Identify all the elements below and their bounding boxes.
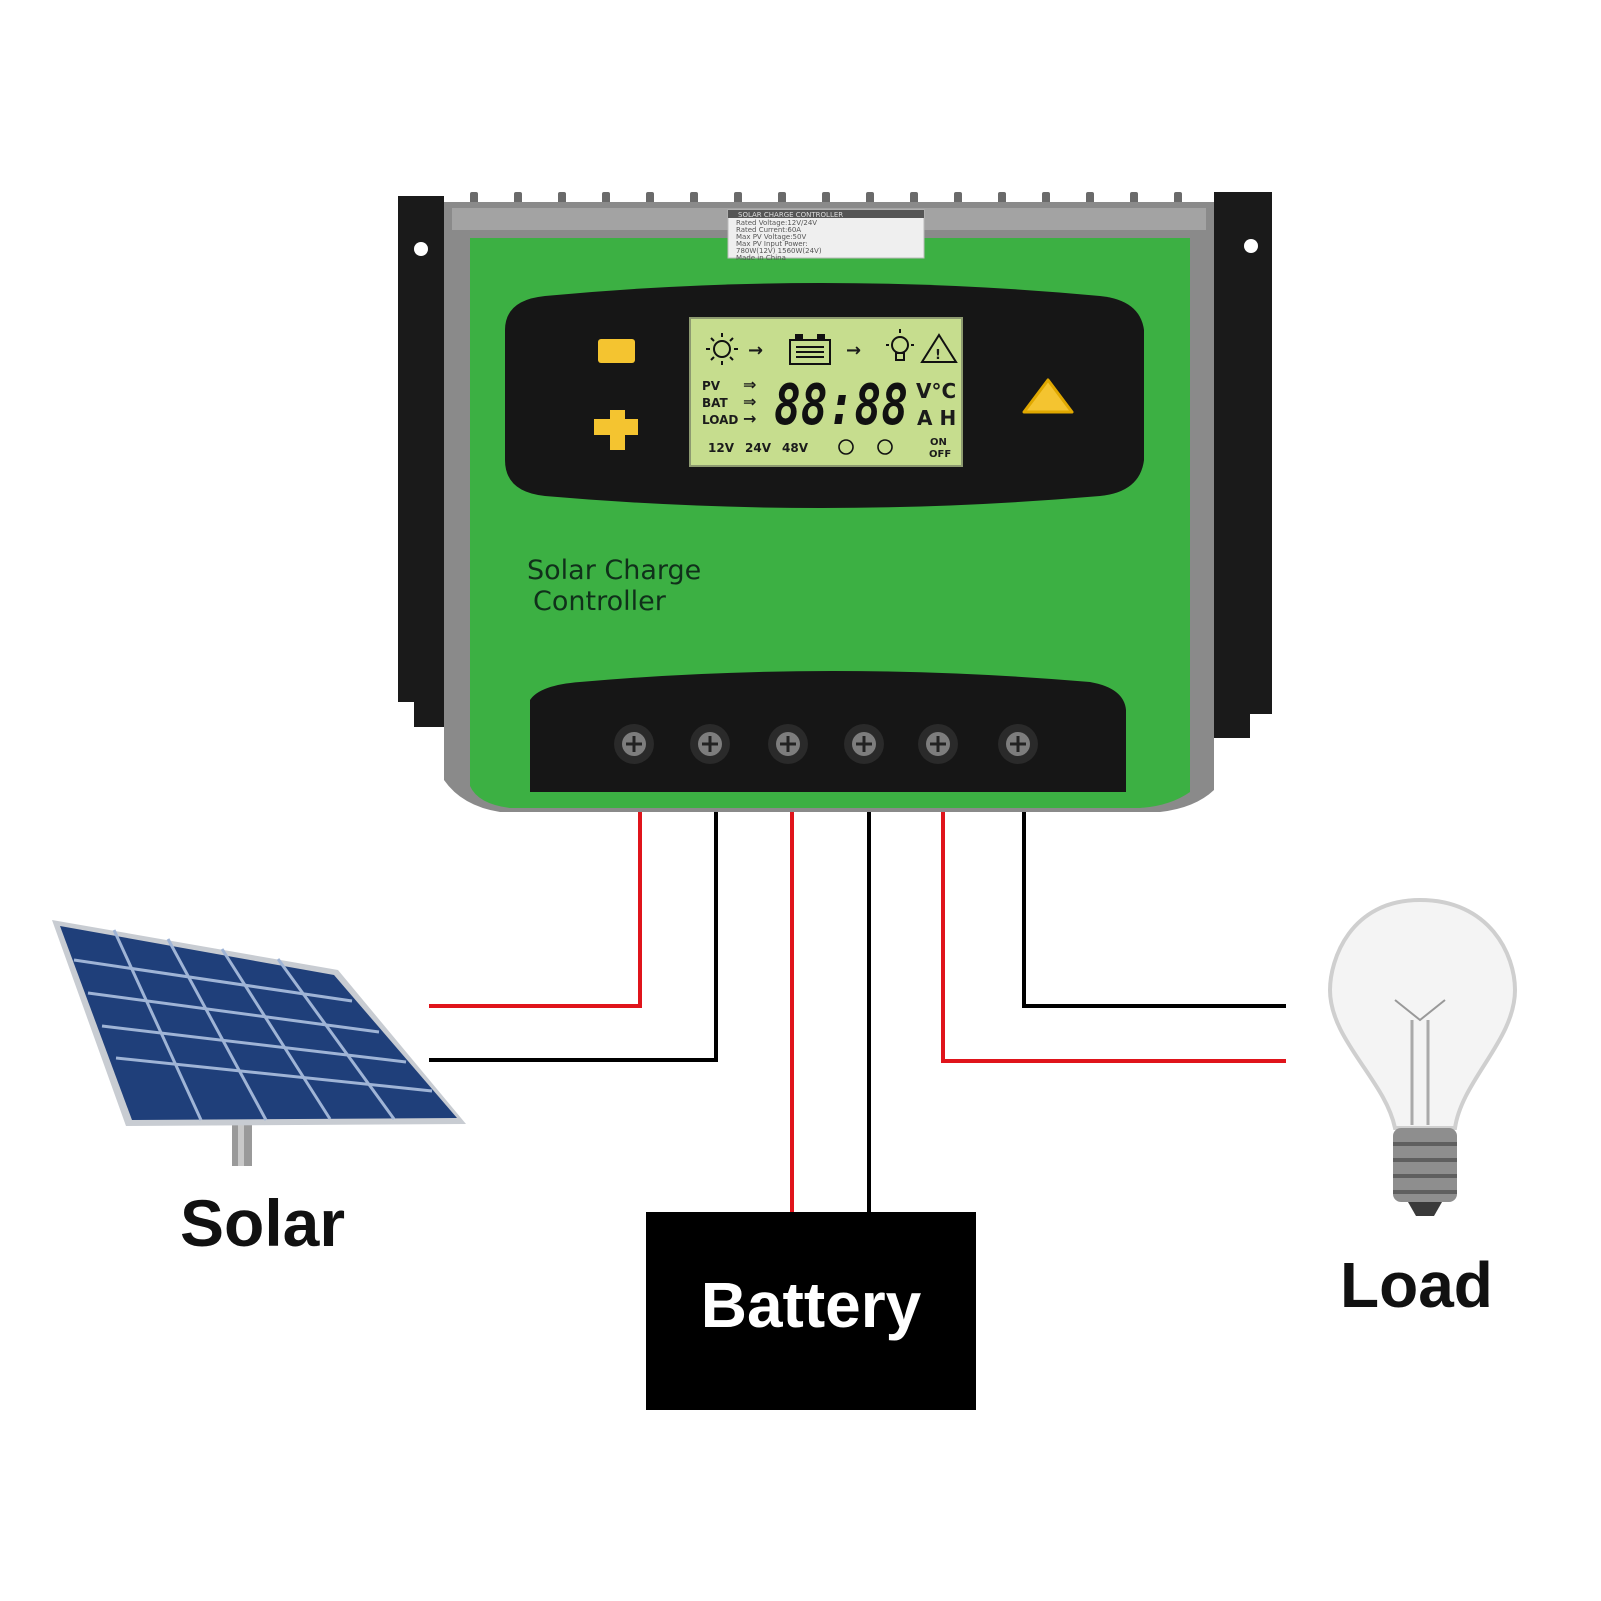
alarm-clock-icon bbox=[838, 439, 893, 455]
device-title-line1: Solar Charge bbox=[527, 555, 702, 586]
solar-panel-icon bbox=[52, 920, 466, 1166]
battery-box bbox=[646, 1212, 976, 1410]
lcd-voltage-48v: 48V bbox=[782, 441, 809, 455]
battery-icon bbox=[789, 334, 831, 365]
lcd-off-label: OFF bbox=[929, 449, 951, 460]
sticker-line: Rated Voltage:12V/24V bbox=[736, 219, 817, 227]
sticker-line: 780W(12V) 1560W(24V) bbox=[736, 247, 822, 255]
lcd-unit-bottom: A H bbox=[917, 406, 956, 430]
device-title-line2: Controller bbox=[533, 586, 666, 617]
solar-label: Solar bbox=[180, 1186, 346, 1260]
svg-text:⇒: ⇒ bbox=[743, 375, 756, 394]
solar-positive-wire bbox=[429, 748, 642, 1008]
sticker-line: Max PV Input Power: bbox=[736, 240, 808, 248]
right-mounting-flange bbox=[1214, 192, 1272, 738]
sticker-header: SOLAR CHARGE CONTROLLER bbox=[738, 211, 843, 219]
bulb-icon bbox=[886, 329, 914, 361]
sun-icon bbox=[706, 333, 738, 365]
load-negative-wire bbox=[1022, 748, 1286, 1008]
svg-text:→: → bbox=[748, 340, 763, 361]
sticker-line: Max PV Voltage:50V bbox=[736, 233, 806, 241]
load-label: Load bbox=[1340, 1249, 1493, 1321]
lcd-voltage-24v: 24V bbox=[745, 441, 772, 455]
left-mounting-flange bbox=[398, 196, 444, 727]
lcd-label-pv: PV bbox=[702, 379, 721, 393]
solar-negative-wire bbox=[429, 748, 718, 1062]
battery-label: Battery bbox=[700, 1269, 922, 1341]
svg-text:→: → bbox=[846, 340, 861, 361]
wires bbox=[429, 748, 1286, 1212]
sticker-line: Made in China bbox=[736, 254, 786, 262]
svg-text:→: → bbox=[743, 409, 756, 428]
svg-text:⇒: ⇒ bbox=[743, 392, 756, 411]
load-positive-wire bbox=[941, 748, 1286, 1063]
light-bulb-icon bbox=[1327, 897, 1518, 1216]
charge-controller: SOLAR CHARGE CONTROLLER Rated Voltage:12… bbox=[398, 192, 1272, 812]
lcd-on-label: ON bbox=[930, 437, 947, 448]
terminal-panel bbox=[530, 671, 1126, 792]
lcd-digits: 88:88 bbox=[774, 373, 908, 438]
up-button[interactable] bbox=[1022, 378, 1074, 414]
lcd-label-load: LOAD bbox=[702, 413, 738, 427]
lcd-unit-top: V°C bbox=[916, 379, 956, 403]
lcd-screen: → → ! PV BAT LOAD ⇒ ⇒ → bbox=[689, 317, 963, 467]
lcd-voltage-12v: 12V bbox=[708, 441, 735, 455]
lcd-label-bat: BAT bbox=[702, 396, 729, 410]
device-title: Solar Charge Controller bbox=[527, 555, 701, 617]
svg-text:!: ! bbox=[935, 348, 941, 363]
spec-sticker: SOLAR CHARGE CONTROLLER Rated Voltage:12… bbox=[727, 209, 925, 262]
plus-button[interactable] bbox=[594, 410, 638, 450]
warning-icon: ! bbox=[920, 333, 958, 363]
sticker-line: Rated Current:60A bbox=[736, 226, 801, 234]
minus-button[interactable] bbox=[598, 339, 635, 363]
terminal-screws bbox=[614, 724, 1038, 764]
